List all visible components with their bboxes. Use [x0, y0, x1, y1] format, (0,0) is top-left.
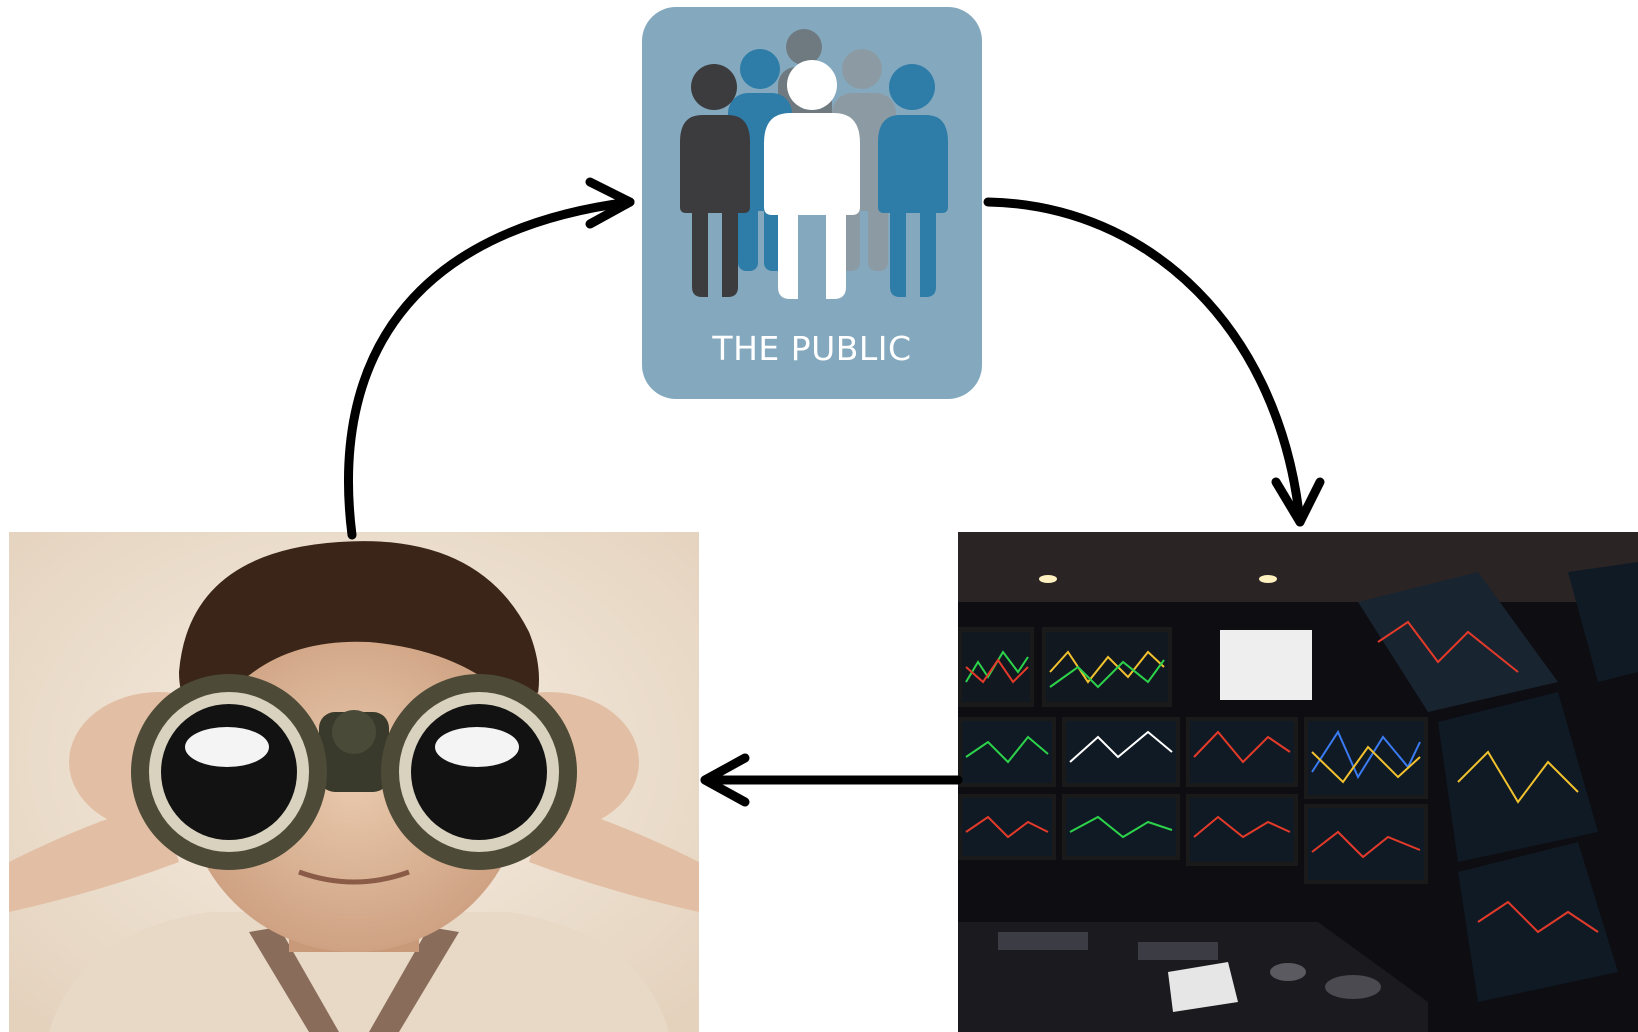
crowd-of-people-icon: [680, 29, 948, 299]
the-public-label: THE PUBLIC: [712, 329, 912, 368]
trading-monitors-illustration: [958, 532, 1638, 1032]
arrow-public-to-trading: [983, 197, 1305, 527]
arrowhead-public-to-trading: [1271, 477, 1325, 527]
arrowhead-observer-to-public: [585, 177, 635, 229]
trading-desk-image: [958, 532, 1638, 1032]
the-public-node: THE PUBLIC: [642, 7, 982, 399]
person-with-binoculars-illustration: [9, 532, 699, 1032]
arrow-observer-to-public: [344, 197, 635, 540]
person-figure-blue: [878, 64, 948, 297]
person-figure-dark: [680, 64, 750, 297]
binoculars-observer-image: [9, 532, 699, 1032]
person-figure-white: [764, 60, 860, 299]
hair: [179, 541, 539, 722]
shirt: [49, 912, 669, 1032]
arrowhead-trading-to-observer: [700, 753, 750, 807]
binoculars-icon: [131, 674, 577, 870]
